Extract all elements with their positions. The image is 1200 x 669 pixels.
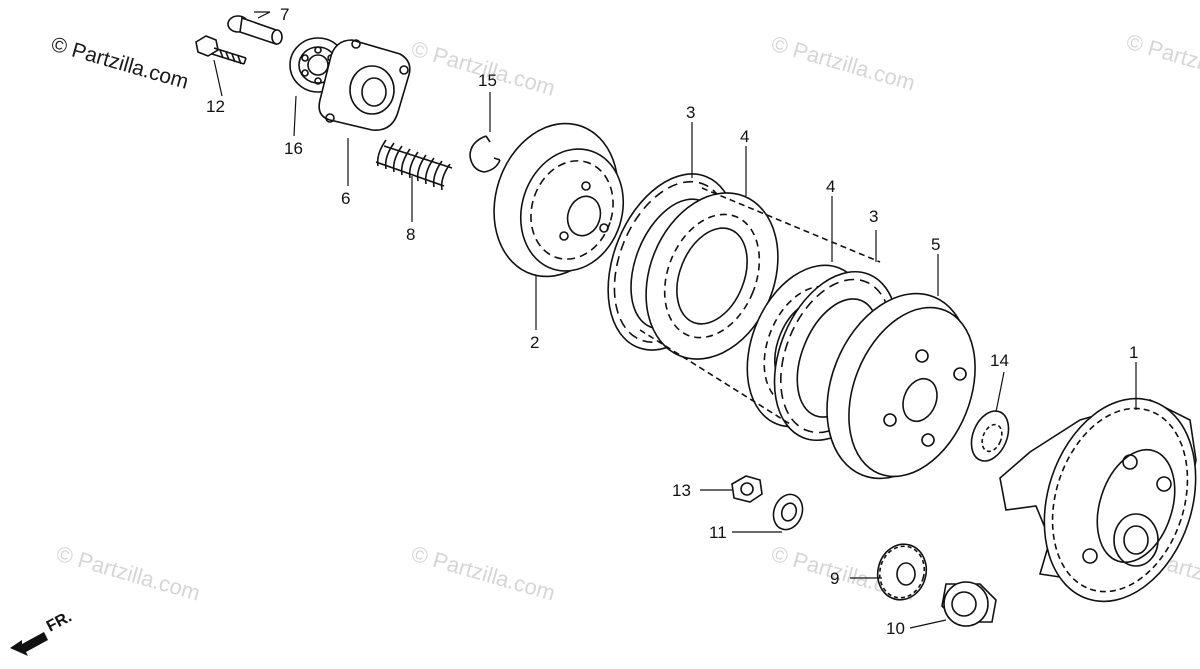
callout-10: 10 [886, 619, 905, 638]
callout-9: 9 [830, 569, 839, 588]
watermark-tile: © Partzilla.com [54, 541, 203, 606]
front-arrow-icon [10, 632, 48, 656]
callout-6: 6 [341, 189, 350, 208]
leader-lines [213, 11, 1137, 629]
part-11-washer [772, 493, 804, 531]
part-14-lock-washer [970, 410, 1010, 462]
front-direction-arrow: FR. [10, 608, 75, 656]
callout-16: 16 [284, 139, 303, 158]
watermark-tile: © Partzilla.com [1124, 29, 1200, 94]
part-15-circlip [469, 135, 501, 173]
watermark-tile: © Partzilla.com [409, 36, 558, 101]
callout-8: 8 [406, 225, 415, 244]
callout-5: 5 [931, 235, 940, 254]
part-13-nut [731, 475, 763, 503]
callout-3b: 3 [869, 207, 878, 226]
part-12-bolt [195, 35, 247, 65]
watermark-tile: © Partzilla.com [769, 31, 918, 96]
part-4a-steel-plate [645, 192, 779, 360]
watermark-tile: © Partzilla.com [409, 541, 558, 606]
part-9-gear [876, 543, 928, 601]
part-5-pressure-plate [826, 292, 976, 480]
callout-15: 15 [478, 71, 497, 90]
callout-7: 7 [280, 5, 289, 24]
callout-14: 14 [990, 351, 1009, 370]
callout-3a: 3 [686, 103, 695, 122]
callout-12: 12 [206, 97, 225, 116]
callout-4b: 4 [826, 177, 835, 196]
callout-13: 13 [672, 481, 691, 500]
partzilla-watermark: © Partzilla.com [49, 33, 191, 94]
callout-4a: 4 [740, 127, 749, 146]
callout-11: 11 [709, 523, 727, 542]
callouts: 1 2 3 3 4 4 5 6 7 8 9 10 11 12 13 14 15 … [206, 5, 1138, 638]
callout-1: 1 [1129, 343, 1138, 362]
part-6-lifter-plate [318, 39, 411, 131]
part-2-drive-gear [493, 122, 625, 278]
alignment-lines [639, 187, 881, 425]
front-label: FR. [44, 608, 75, 635]
part-10-collar [941, 581, 997, 627]
part-8-spring [375, 139, 453, 191]
callout-2: 2 [530, 333, 539, 352]
part-1-clutch-housing [999, 397, 1197, 603]
part-7-pin [227, 15, 283, 46]
